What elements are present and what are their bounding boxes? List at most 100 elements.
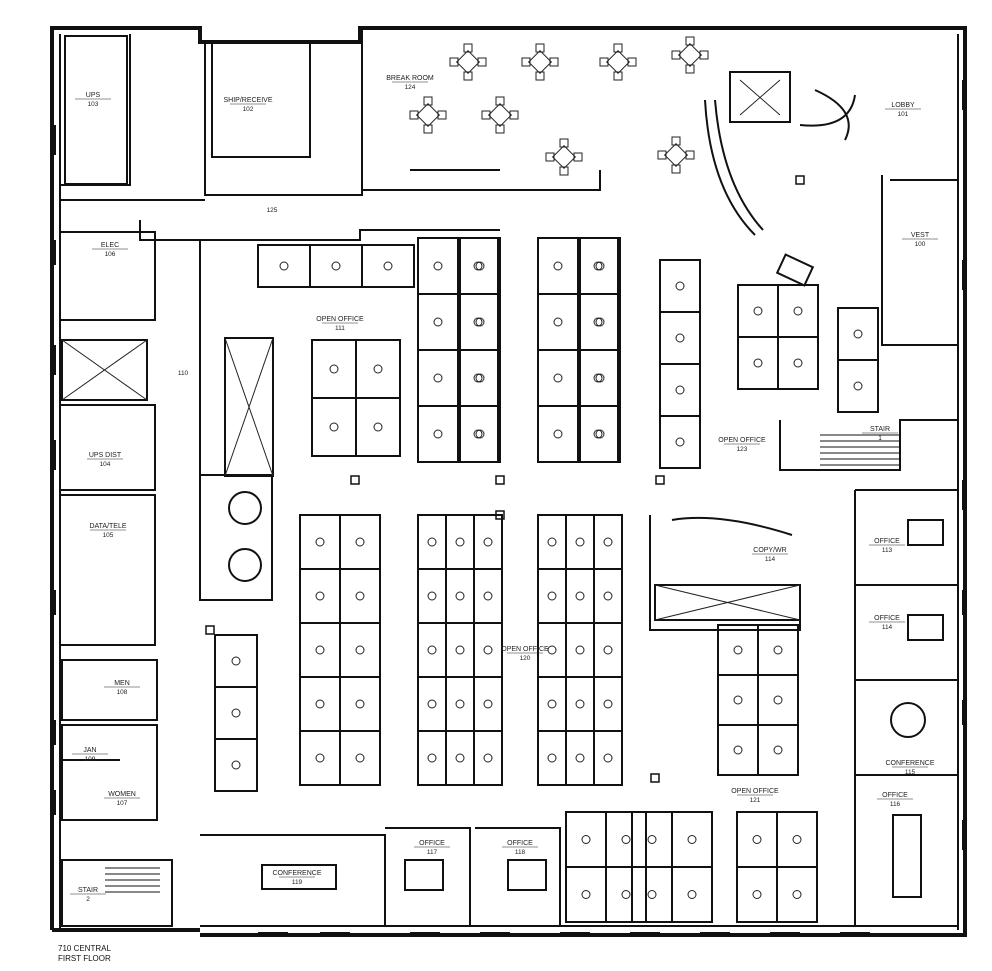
desk-chair [553,373,563,383]
chair [495,124,505,134]
break-table [527,49,553,75]
chair [613,43,623,53]
desk-chair [753,358,763,368]
chair [423,96,433,106]
room-number-office118: 118 [515,849,526,856]
cubicle [417,676,447,732]
room-number-office117: 117 [427,849,438,856]
room-name-copy: COPY/WR [753,547,786,554]
desk-chair [455,645,465,655]
chair [671,136,681,146]
room-number-data: 105 [103,532,114,539]
desk-chair [647,890,657,899]
cubicle [757,674,799,726]
break-table [487,102,513,128]
column [205,625,215,635]
room-name-women: WOMEN [108,791,136,798]
room-name-lobby: LOBBY [891,102,915,109]
desk-chair [427,699,437,709]
desk-chair [483,753,493,763]
cubicle [361,244,415,288]
cubicle [299,676,341,732]
cubicle [631,811,673,868]
desk-chair [433,373,443,383]
desk-chair [753,306,763,316]
cubicle [339,568,381,624]
cubicle [473,730,503,786]
cubicle [717,724,759,776]
cubicle [537,349,579,407]
room-name-men: MEN [114,680,130,687]
cubicle [473,568,503,624]
desk-chair [383,261,393,271]
desk-chair [793,358,803,368]
chair [685,36,695,46]
cubicle [737,284,779,338]
cubicle-grid [205,175,879,923]
room-number-stair1: 1 [878,435,882,442]
desk-chair [595,429,605,439]
room-number-vest: 100 [915,241,926,248]
desk-chair [315,537,325,547]
cubicle [299,730,341,786]
cubicle [776,811,818,868]
column [495,475,505,485]
cubicle [417,349,459,407]
chair [463,71,473,81]
desk-chair [455,699,465,709]
cubicle [593,676,623,732]
desk-chair [231,656,241,666]
cubicle [605,811,647,868]
room-name-elec: ELEC [101,242,119,249]
room-number-men: 108 [117,689,128,696]
desk-chair [483,645,493,655]
cubicle [579,349,621,407]
cubicle [457,405,499,463]
desk-chair [231,708,241,718]
cubicle [776,866,818,923]
desk-chair [733,645,743,655]
room-name-vest: VEST [911,232,930,239]
room-number-conf115: 115 [905,769,916,776]
cubicle [445,622,475,678]
desk-chair [547,645,557,655]
cubicle [214,686,258,740]
room-name-ups: UPS [86,92,101,99]
room-name-stair2: STAIR [78,887,98,894]
desk-chair [575,699,585,709]
cubicle [311,397,357,457]
cubicle [736,866,778,923]
desk-chair [473,373,483,383]
room-name-ship: SHIP/RECEIVE [223,97,272,104]
desk-chair [603,699,613,709]
cubicle [457,349,499,407]
chair [559,166,569,176]
column [655,475,665,485]
desk-chair [603,753,613,763]
desk-chair [575,537,585,547]
cubicle [837,307,879,361]
floor-name: FIRST FLOOR [58,954,111,963]
desk-chair [455,753,465,763]
chair [671,164,681,174]
desk-chair [603,591,613,601]
column [495,510,505,520]
desk-chair [575,591,585,601]
desk-chair [553,261,563,271]
desk-chair [621,835,631,844]
desk-chair [687,835,697,844]
cubicle [311,339,357,399]
cubicle [339,730,381,786]
room-number-break: 124 [405,84,416,91]
cubicle [355,397,401,457]
conference-furniture [261,516,944,898]
chair [545,152,555,162]
desk-chair [427,753,437,763]
cubicle [417,293,459,351]
desk-chair [547,537,557,547]
room-number-women: 107 [117,800,128,807]
cubicle [214,738,258,792]
break-table [551,144,577,170]
cubicle [457,237,499,295]
